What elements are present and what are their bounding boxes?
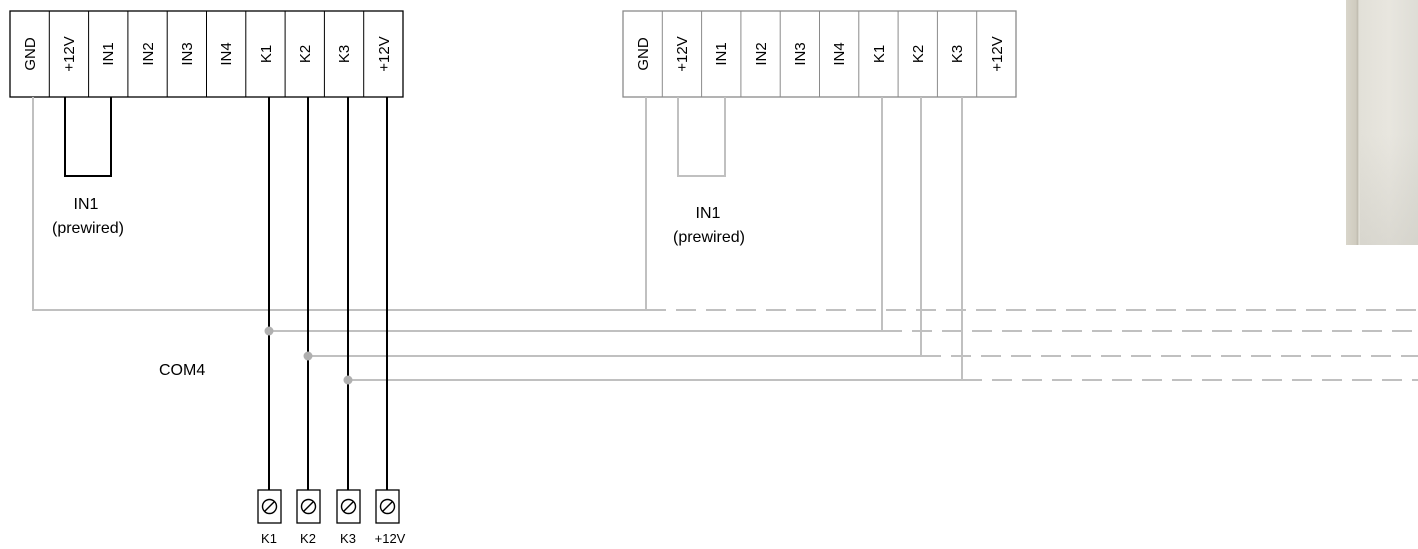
- screw-icon: [379, 498, 396, 515]
- left-terminal-label-in4: IN4: [218, 42, 235, 65]
- left-terminal-label-12v: +12V: [61, 36, 78, 71]
- right-terminal-label-12v: +12V: [674, 36, 691, 71]
- screw-icon: [300, 498, 317, 515]
- screw-terminal-label-k3: K3: [340, 531, 356, 546]
- bus-wires: [32, 97, 963, 381]
- right-in1-prewired-loop: [677, 97, 726, 177]
- right-terminal-label-k1: K1: [871, 45, 888, 63]
- left-terminal-label-in2: IN2: [140, 42, 157, 65]
- right-terminal-label-in2: IN2: [753, 42, 770, 65]
- output-wires: [268, 97, 388, 490]
- screw-terminal-label-12v: +12V: [375, 531, 406, 546]
- screw-icon: [261, 498, 278, 515]
- right-terminal-label-in4: IN4: [831, 42, 848, 65]
- photo-fragment: [1346, 0, 1418, 245]
- left-terminal-label-12v-2: +12V: [376, 36, 393, 71]
- left-terminal-label-k3: K3: [336, 45, 353, 63]
- screw-terminals: K1 K2 K3 +12V: [257, 489, 406, 546]
- k3-junction-dot: [343, 375, 353, 385]
- right-terminal-label-in1: IN1: [713, 42, 730, 65]
- left-in1-note-subtitle: (prewired): [52, 220, 124, 237]
- right-terminal-label-gnd: GND: [635, 37, 652, 71]
- left-terminal-block: GND +12V IN1 IN2 IN3 IN4 K1 K2 K3 +12V: [9, 10, 404, 98]
- screw-terminal-label-k1: K1: [261, 531, 277, 546]
- right-terminal-label-k3: K3: [949, 45, 966, 63]
- left-terminal-label-in1: IN1: [100, 42, 117, 65]
- right-terminal-label-k2: K2: [910, 45, 927, 63]
- left-terminal-label-in3: IN3: [179, 42, 196, 65]
- right-terminal-label-in3: IN3: [792, 42, 809, 65]
- left-terminal-label-k2: K2: [297, 45, 314, 63]
- bus-extensions: [646, 309, 1418, 381]
- left-in1-note-title: IN1: [74, 196, 99, 213]
- screw-icon: [340, 498, 357, 515]
- screw-terminal-label-k2: K2: [300, 531, 316, 546]
- right-in1-note-subtitle: (prewired): [673, 229, 745, 246]
- k2-junction-dot: [303, 351, 313, 361]
- right-terminal-label-12v-2: +12V: [989, 36, 1006, 71]
- k2-bus-wire: [308, 97, 922, 357]
- left-terminal-label-k1: K1: [258, 45, 275, 63]
- gnd-wire: [32, 97, 647, 311]
- right-terminal-block: GND +12V IN1 IN2 IN3 IN4 K1 K2 K3 +12V: [622, 10, 1017, 98]
- k1-junction-dot: [264, 326, 274, 336]
- right-in1-note-title: IN1: [696, 205, 721, 222]
- com-port-label: COM4: [159, 362, 205, 379]
- left-in1-prewired-loop: [64, 97, 112, 177]
- k3-bus-wire: [348, 97, 963, 381]
- k1-bus-wire: [269, 97, 883, 332]
- left-terminal-label-gnd: GND: [22, 37, 39, 71]
